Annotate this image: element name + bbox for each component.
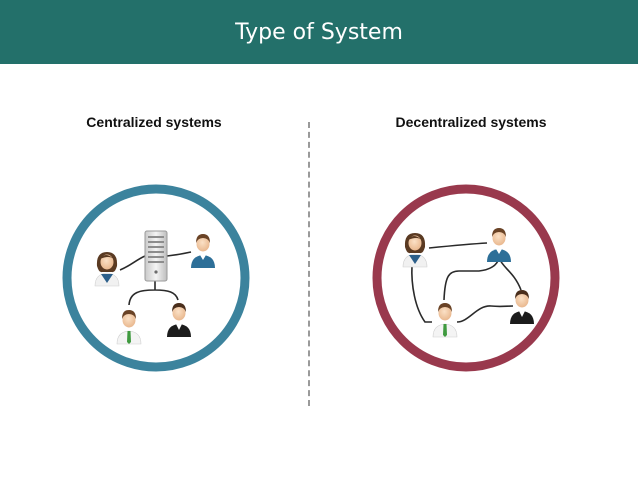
server-icon [144,230,168,282]
dashed-divider [308,122,310,406]
centralized-ring [62,184,250,372]
female-user-icon [94,252,120,287]
businessman-icon [432,303,458,338]
centralized-connections [119,251,192,306]
decentralized-ring [372,184,560,372]
male-user-icon [191,234,215,268]
slide-title: Type of System [235,19,403,45]
decentralized-connections [411,242,522,323]
female-user-icon [402,233,428,268]
decentralized-label: Decentralized systems [395,114,547,130]
slide-title-bar: Type of System [0,0,638,64]
businessman-icon [116,310,142,345]
male-user-black-suit-icon [510,290,534,324]
decentralized-diagram [372,184,560,372]
centralized-label: Centralized systems [86,114,222,130]
centralized-diagram [62,184,250,372]
male-user-black-suit-icon [167,303,191,337]
male-user-icon [487,228,511,262]
